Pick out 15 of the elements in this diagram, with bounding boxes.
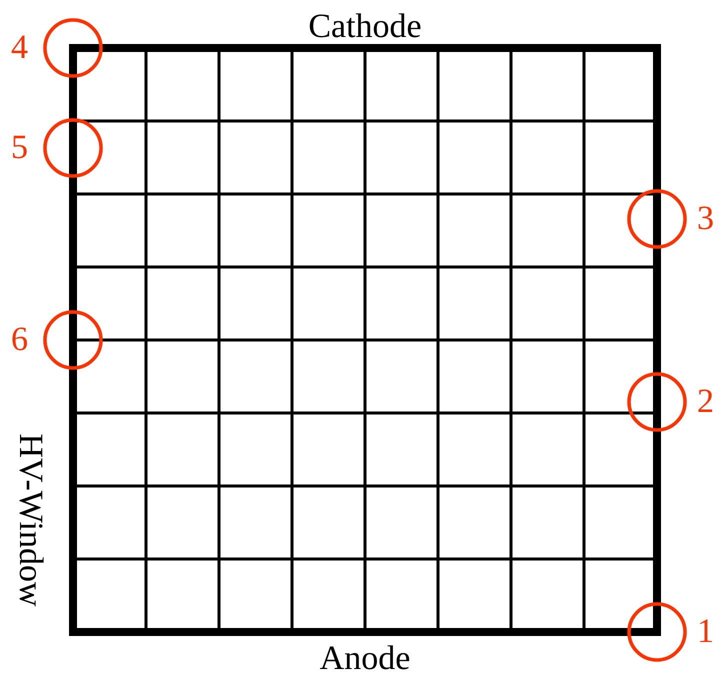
marker-circle xyxy=(627,602,687,662)
cathode-label: Cathode xyxy=(308,10,422,44)
callout-number: 2 xyxy=(697,385,714,419)
marker-circle xyxy=(627,372,687,432)
callout-number: 6 xyxy=(11,323,28,357)
window-label: HV-Window xyxy=(13,433,47,607)
callout-number: 1 xyxy=(697,615,714,649)
marker-circle xyxy=(43,18,103,78)
marker-circle xyxy=(43,310,103,370)
callout-number: 5 xyxy=(11,131,28,165)
anode-label: Anode xyxy=(320,642,410,676)
callout-number: 4 xyxy=(11,31,28,65)
marker-circle xyxy=(43,118,103,178)
marker-circle xyxy=(627,189,687,249)
callout-number: 3 xyxy=(697,202,714,236)
